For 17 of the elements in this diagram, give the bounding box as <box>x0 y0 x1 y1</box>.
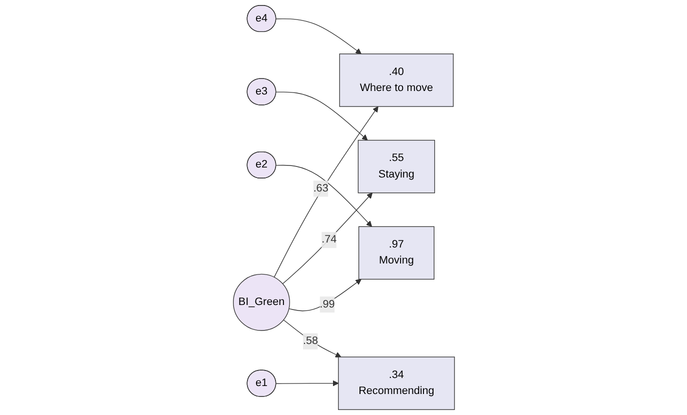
node-box: .55 Staying <box>357 140 435 194</box>
arrow <box>282 192 372 284</box>
arrow <box>275 164 372 227</box>
node-circle: BI_Green <box>232 274 290 331</box>
node-box: .40 Where to move <box>338 54 454 107</box>
arrow <box>282 320 341 358</box>
arrow <box>275 380 338 386</box>
edge-label: .99 <box>319 298 334 310</box>
edge-label: .74 <box>321 234 336 246</box>
arrow <box>275 18 362 54</box>
node-box: .34 Recommending <box>338 356 454 410</box>
node-box: .97 Moving <box>358 226 434 280</box>
edge-label: .58 <box>302 335 318 347</box>
edge-label: .63 <box>312 182 328 194</box>
arrow <box>275 92 368 141</box>
arrow <box>288 278 362 312</box>
arrow <box>273 106 378 278</box>
